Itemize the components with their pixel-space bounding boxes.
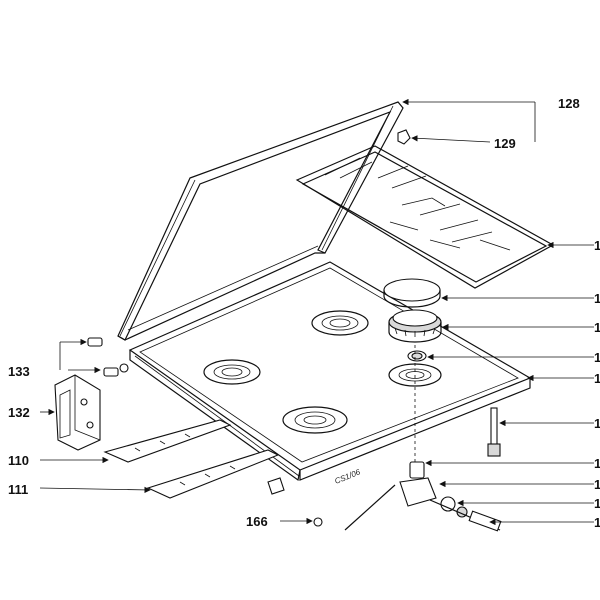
callout-133: 133 xyxy=(8,364,30,379)
leader-lines xyxy=(39,98,594,526)
callout-cropped: 1 xyxy=(594,456,600,471)
glass-lid xyxy=(117,101,404,341)
knob-spindle xyxy=(487,407,501,457)
screw xyxy=(313,517,323,527)
hinge-pins xyxy=(87,337,129,377)
support-rail-lower xyxy=(146,449,280,499)
lid-bumper xyxy=(397,129,411,145)
callout-cropped: 1 xyxy=(594,238,600,253)
hob-top-plate xyxy=(128,261,532,482)
burner-spark-ring xyxy=(407,350,427,362)
callout-cropped: 1 xyxy=(594,350,600,365)
callout-cropped: 1 xyxy=(594,496,600,511)
gas-valve-assembly xyxy=(399,461,502,532)
callout-110: 110 xyxy=(8,453,29,468)
callout-111: 111 xyxy=(8,482,28,497)
gas-pipe xyxy=(344,484,396,531)
fixing-clip xyxy=(267,477,285,495)
callout-cropped: 1 xyxy=(594,416,600,431)
burner-head xyxy=(388,309,442,343)
callout-cropped: 1 xyxy=(594,515,600,530)
support-rail-upper xyxy=(103,419,232,463)
callout-166: 166 xyxy=(246,514,268,529)
drawing-code: CS1/06 xyxy=(333,467,362,486)
callout-128: 128 xyxy=(558,96,580,111)
callout-cropped: 1 xyxy=(594,320,600,335)
callout-132: 132 xyxy=(8,405,30,420)
burner-cap xyxy=(383,278,441,308)
callout-cropped: 1 xyxy=(594,477,600,492)
callout-cropped: 1 xyxy=(594,371,600,386)
burner-well-front-left xyxy=(203,359,261,385)
callout-129: 129 xyxy=(494,136,516,151)
burner-well-rear-left xyxy=(311,310,369,336)
callout-cropped: 1 xyxy=(594,291,600,306)
burner-well-front-center xyxy=(282,406,348,434)
hinge-bracket xyxy=(54,374,101,451)
